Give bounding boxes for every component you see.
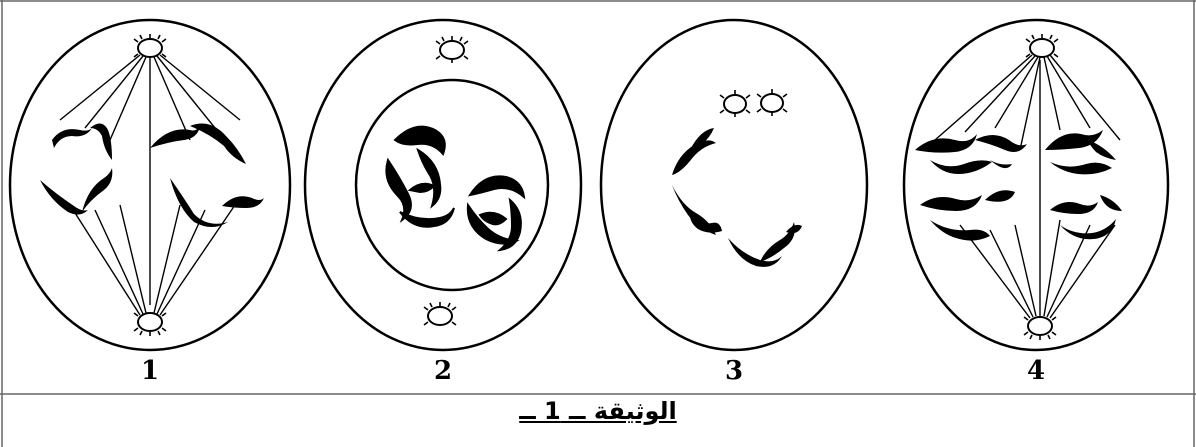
cell-4-spindle-fibers <box>935 55 1120 318</box>
figure-caption: الوثيقة ــ 1 ــ <box>0 397 1196 425</box>
cell-3 <box>601 20 867 350</box>
cell-1-number: 1 <box>130 356 170 386</box>
cell-2-number: 2 <box>423 356 463 386</box>
cell-1-centrosome-top <box>134 34 166 57</box>
cell-4-centrosome-bottom <box>1024 317 1056 340</box>
cell-3-number: 3 <box>714 356 754 386</box>
cell-3-membrane <box>601 20 867 350</box>
cell-2-chromatin <box>386 127 524 250</box>
cell-4-chromosomes <box>915 130 1122 241</box>
cell-2 <box>305 20 581 350</box>
cell-2-centrosome-bottom <box>424 302 456 325</box>
cell-2-membrane <box>305 20 581 350</box>
cell-3-chromosomes <box>672 128 802 267</box>
cell-1-centrosome-bottom <box>134 313 166 336</box>
cell-1-spindle-fibers <box>60 55 240 315</box>
cell-2-centrosome-top <box>436 36 468 63</box>
cell-4-centrosome-top <box>1026 34 1058 57</box>
cell-3-centrosomes <box>720 89 787 117</box>
cell-4-membrane <box>904 20 1168 350</box>
cell-1 <box>10 20 290 350</box>
cell-4 <box>904 20 1168 350</box>
cell-4-number: 4 <box>1016 356 1056 386</box>
figure-caption-text: الوثيقة ــ 1 ــ <box>519 397 677 425</box>
